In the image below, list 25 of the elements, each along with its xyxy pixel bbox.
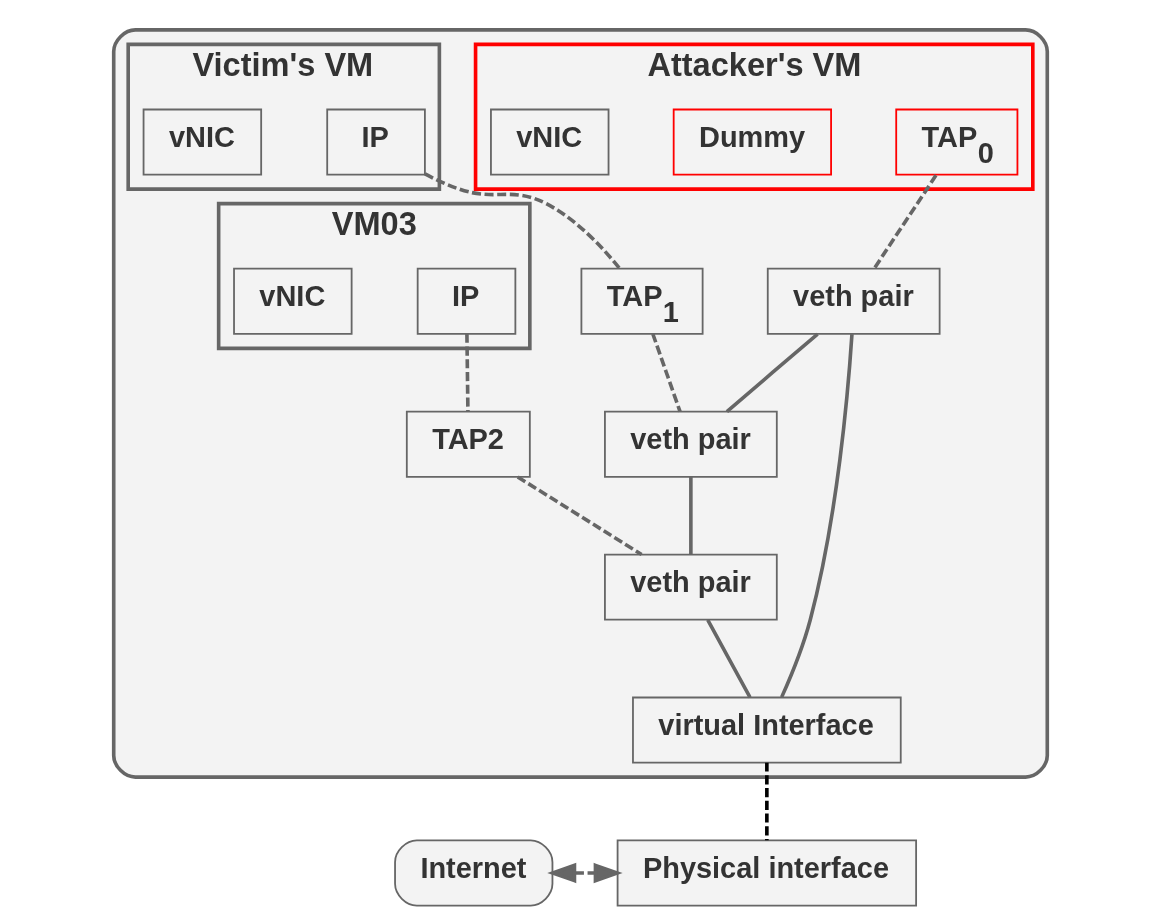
connector — [765, 762, 769, 841]
cluster — [111, 28, 1050, 779]
node-box: TAP2 — [405, 410, 531, 478]
connector — [689, 476, 693, 555]
connector — [872, 174, 938, 270]
node-box: veth pair — [604, 410, 778, 478]
connector — [516, 475, 643, 557]
connector — [780, 334, 854, 698]
node-box: virtual Interface — [632, 696, 902, 764]
node-box: vNIC — [142, 108, 263, 176]
connector — [651, 333, 682, 413]
node-box: vNIC — [490, 108, 610, 176]
node-box: Dummy — [672, 108, 832, 176]
connector — [725, 332, 819, 413]
connector — [424, 172, 621, 270]
connector — [465, 334, 470, 412]
connector — [706, 619, 752, 699]
node-box: vNIC — [233, 267, 353, 335]
node-box: veth pair — [766, 267, 941, 335]
node-box: IP — [326, 108, 426, 176]
arrow — [547, 862, 623, 884]
node-box: Internet — [394, 839, 554, 907]
node-box: IP — [416, 267, 517, 335]
node-box: Physical interface — [616, 839, 918, 907]
node-box: veth pair — [604, 553, 778, 621]
